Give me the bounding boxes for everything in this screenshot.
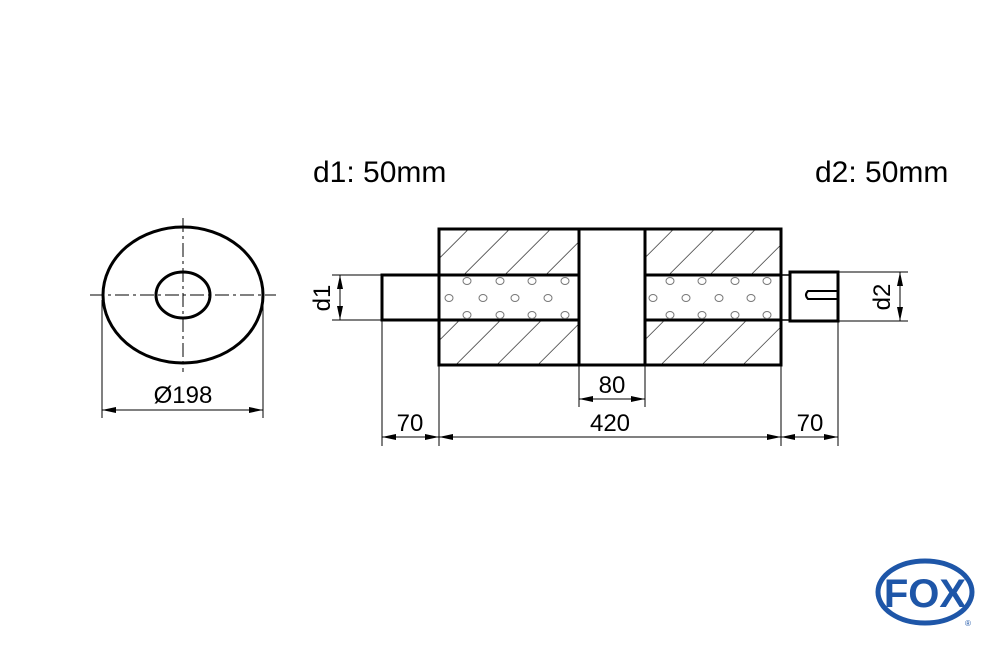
perforation-hole [527, 311, 537, 319]
perforation-hole [478, 294, 488, 302]
perforation-hole [665, 277, 675, 285]
perforation-hole [697, 311, 707, 319]
perforation-hole [510, 294, 520, 302]
perforation-hole [762, 277, 772, 285]
diameter-label: Ø198 [154, 382, 213, 409]
perforation-hole [495, 277, 505, 285]
perforation-hole [665, 311, 675, 319]
perforation-hole [560, 277, 570, 285]
logo-text: FOX [884, 572, 967, 616]
gap-length-label: 80 [599, 372, 626, 399]
perforation-hole [495, 311, 505, 319]
outlet-pipe [780, 270, 840, 323]
perforation-hole [681, 294, 691, 302]
outlet-length-label: 70 [797, 410, 824, 437]
body-length-label: 420 [590, 410, 630, 437]
inlet-pipe [380, 273, 441, 322]
perforation-holes [444, 277, 772, 319]
perforation-hole [697, 277, 707, 285]
perforation-hole [444, 294, 454, 302]
perforation-hole [648, 294, 658, 302]
perforation-hole [714, 294, 724, 302]
end-view [90, 218, 276, 418]
muffler-body [437, 227, 783, 367]
d2-title: d2: 50mm [815, 156, 948, 189]
perforation-hole [543, 294, 553, 302]
perforation-hole [746, 294, 756, 302]
fox-logo: FOX ® [875, 558, 975, 628]
logo-registered-mark: ® [965, 619, 971, 628]
d1-title: d1: 50mm [313, 156, 446, 189]
dimension-lines [332, 271, 908, 446]
perforation-hole [762, 311, 772, 319]
perforation-hole [462, 277, 472, 285]
inlet-length-label: 70 [397, 410, 424, 437]
perforation-hole [462, 311, 472, 319]
d2-dimension-label: d2 [869, 284, 896, 311]
perforation-hole [730, 277, 740, 285]
perforation-hole [560, 311, 570, 319]
d1-dimension-label: d1 [309, 285, 336, 312]
perforation-hole [527, 277, 537, 285]
perforation-hole [730, 311, 740, 319]
